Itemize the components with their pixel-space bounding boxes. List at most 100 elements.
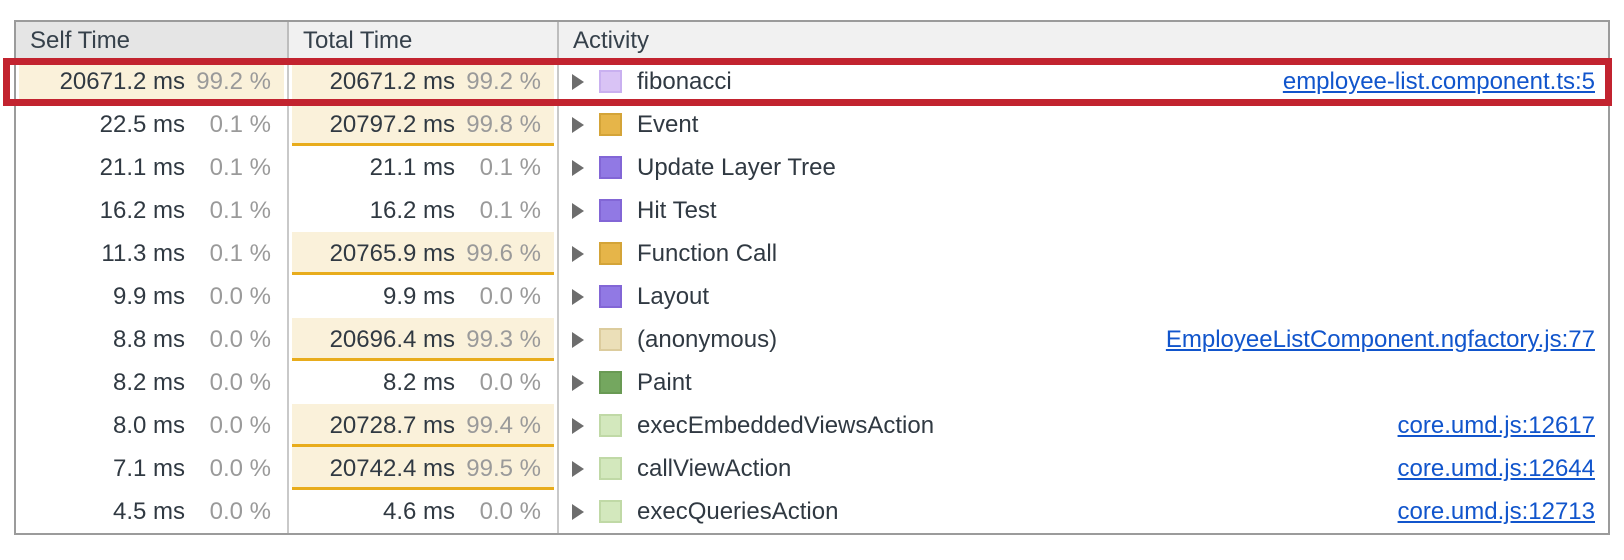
table-row[interactable]: 4.5 ms 0.0 % 4.6 ms 0.0 % execQueriesAct… [16, 490, 1608, 533]
activity-cell: Function Call [559, 232, 1608, 275]
total-time-value: 9.9 ms [382, 282, 455, 310]
self-time-value: 9.9 ms [112, 282, 185, 310]
self-time-percent: 0.1 % [209, 110, 271, 138]
total-time-percent: 99.6 % [466, 239, 541, 267]
source-location-link[interactable]: employee-list.component.ts:5 [1282, 67, 1595, 95]
total-time-percent: 0.0 % [479, 368, 541, 396]
self-time-cell: 16.2 ms 0.1 % [16, 189, 289, 232]
table-row[interactable]: 20671.2 ms 99.2 % 20671.2 ms 99.2 % fibo… [3, 58, 1612, 106]
total-time-percent: 0.1 % [479, 153, 541, 181]
total-time-cell: 20671.2 ms 99.2 % [289, 60, 559, 103]
self-time-value: 11.3 ms [101, 239, 185, 267]
self-time-value: 8.2 ms [112, 368, 185, 396]
activity-label: Layout [637, 282, 710, 310]
expand-arrow-icon[interactable] [572, 417, 584, 434]
total-time-value: 20696.4 ms [329, 325, 455, 353]
activity-cell: execEmbeddedViewsAction core.umd.js:1261… [559, 404, 1608, 447]
column-header-self-time[interactable]: Self Time [16, 22, 289, 60]
self-time-cell: 8.2 ms 0.0 % [16, 361, 289, 404]
table-row[interactable]: 21.1 ms 0.1 % 21.1 ms 0.1 % Update Layer… [16, 146, 1608, 189]
total-time-percent: 99.2 % [466, 67, 541, 95]
total-time-cell: 9.9 ms 0.0 % [289, 275, 559, 318]
expand-arrow-icon[interactable] [572, 116, 584, 133]
self-time-value: 16.2 ms [99, 196, 185, 224]
activity-category-icon [599, 113, 622, 136]
column-header-activity[interactable]: Activity [559, 22, 1608, 60]
expand-arrow-icon[interactable] [572, 245, 584, 262]
activity-category-icon [599, 371, 622, 394]
expand-arrow-icon[interactable] [572, 374, 584, 391]
self-time-cell: 8.0 ms 0.0 % [16, 404, 289, 447]
table-row[interactable]: 8.0 ms 0.0 % 20728.7 ms 99.4 % execEmbed… [16, 404, 1608, 447]
table-row[interactable]: 8.2 ms 0.0 % 8.2 ms 0.0 % Paint [16, 361, 1608, 404]
activity-category-icon [599, 70, 622, 93]
expand-arrow-icon[interactable] [572, 331, 584, 348]
table-row[interactable]: 8.8 ms 0.0 % 20696.4 ms 99.3 % (anonymou… [16, 318, 1608, 361]
activity-cell: fibonacci employee-list.component.ts:5 [559, 60, 1608, 103]
self-time-value: 8.0 ms [112, 411, 185, 439]
table-row[interactable]: 11.3 ms 0.1 % 20765.9 ms 99.6 % Function… [16, 232, 1608, 275]
table-row[interactable]: 9.9 ms 0.0 % 9.9 ms 0.0 % Layout [16, 275, 1608, 318]
self-time-percent: 0.1 % [209, 153, 271, 181]
self-time-value: 7.1 ms [112, 454, 185, 482]
source-location-link[interactable]: core.umd.js:12644 [1397, 454, 1595, 482]
total-time-cell: 16.2 ms 0.1 % [289, 189, 559, 232]
self-time-percent: 0.0 % [209, 411, 271, 439]
self-time-percent: 0.1 % [209, 239, 271, 267]
self-time-percent: 0.0 % [209, 368, 271, 396]
total-time-cell: 8.2 ms 0.0 % [289, 361, 559, 404]
bottom-up-table: Self Time Total Time Activity 20671.2 ms… [3, 20, 1612, 535]
self-time-percent: 0.0 % [209, 497, 271, 525]
activity-cell: Hit Test [559, 189, 1608, 232]
activity-category-icon [599, 156, 622, 179]
expand-arrow-icon[interactable] [572, 288, 584, 305]
total-time-value: 16.2 ms [369, 196, 455, 224]
total-time-cell: 21.1 ms 0.1 % [289, 146, 559, 189]
self-time-cell: 7.1 ms 0.0 % [16, 447, 289, 490]
expand-arrow-icon[interactable] [572, 202, 584, 219]
table-body: 20671.2 ms 99.2 % 20671.2 ms 99.2 % fibo… [3, 58, 1612, 533]
self-time-percent: 0.0 % [209, 325, 271, 353]
column-header-label: Self Time [30, 27, 131, 54]
total-time-percent: 0.0 % [479, 282, 541, 310]
self-time-value: 20671.2 ms [59, 67, 185, 95]
activity-category-icon [599, 328, 622, 351]
total-time-percent: 0.1 % [479, 196, 541, 224]
self-time-value: 8.8 ms [112, 325, 185, 353]
source-location-link[interactable]: core.umd.js:12713 [1397, 497, 1595, 525]
self-time-value: 22.5 ms [99, 110, 185, 138]
expand-arrow-icon[interactable] [572, 159, 584, 176]
table-header: Self Time Total Time Activity [16, 22, 1608, 60]
total-time-value: 20797.2 ms [329, 110, 455, 138]
activity-category-icon [599, 414, 622, 437]
expand-arrow-icon[interactable] [572, 503, 584, 520]
activity-label: Function Call [637, 239, 778, 267]
total-time-value: 20742.4 ms [329, 454, 455, 482]
self-time-percent: 99.2 % [196, 67, 271, 95]
source-location-link[interactable]: core.umd.js:12617 [1397, 411, 1595, 439]
total-time-percent: 0.0 % [479, 497, 541, 525]
activity-cell: Layout [559, 275, 1608, 318]
table-row[interactable]: 7.1 ms 0.0 % 20742.4 ms 99.5 % callViewA… [16, 447, 1608, 490]
table-row[interactable]: 16.2 ms 0.1 % 16.2 ms 0.1 % Hit Test [16, 189, 1608, 232]
total-time-value: 20671.2 ms [329, 67, 455, 95]
activity-label: Event [637, 110, 699, 138]
self-time-value: 4.5 ms [112, 497, 185, 525]
activity-label: execQueriesAction [637, 497, 839, 525]
source-location-link[interactable]: EmployeeListComponent.ngfactory.js:77 [1165, 325, 1595, 353]
activity-label: Update Layer Tree [637, 153, 836, 181]
table-row[interactable]: 22.5 ms 0.1 % 20797.2 ms 99.8 % Event [16, 103, 1608, 146]
activity-label: fibonacci [637, 67, 732, 95]
total-time-percent: 99.4 % [466, 411, 541, 439]
activity-category-icon [599, 500, 622, 523]
expand-arrow-icon[interactable] [572, 73, 584, 90]
expand-arrow-icon[interactable] [572, 460, 584, 477]
column-header-total-time[interactable]: Total Time [289, 22, 559, 60]
activity-cell: (anonymous) EmployeeListComponent.ngfact… [559, 318, 1608, 361]
activity-label: Hit Test [637, 196, 717, 224]
self-time-percent: 0.0 % [209, 282, 271, 310]
total-time-percent: 99.5 % [466, 454, 541, 482]
total-time-cell: 20728.7 ms 99.4 % [289, 404, 559, 447]
activity-label: Paint [637, 368, 692, 396]
total-time-value: 8.2 ms [382, 368, 455, 396]
